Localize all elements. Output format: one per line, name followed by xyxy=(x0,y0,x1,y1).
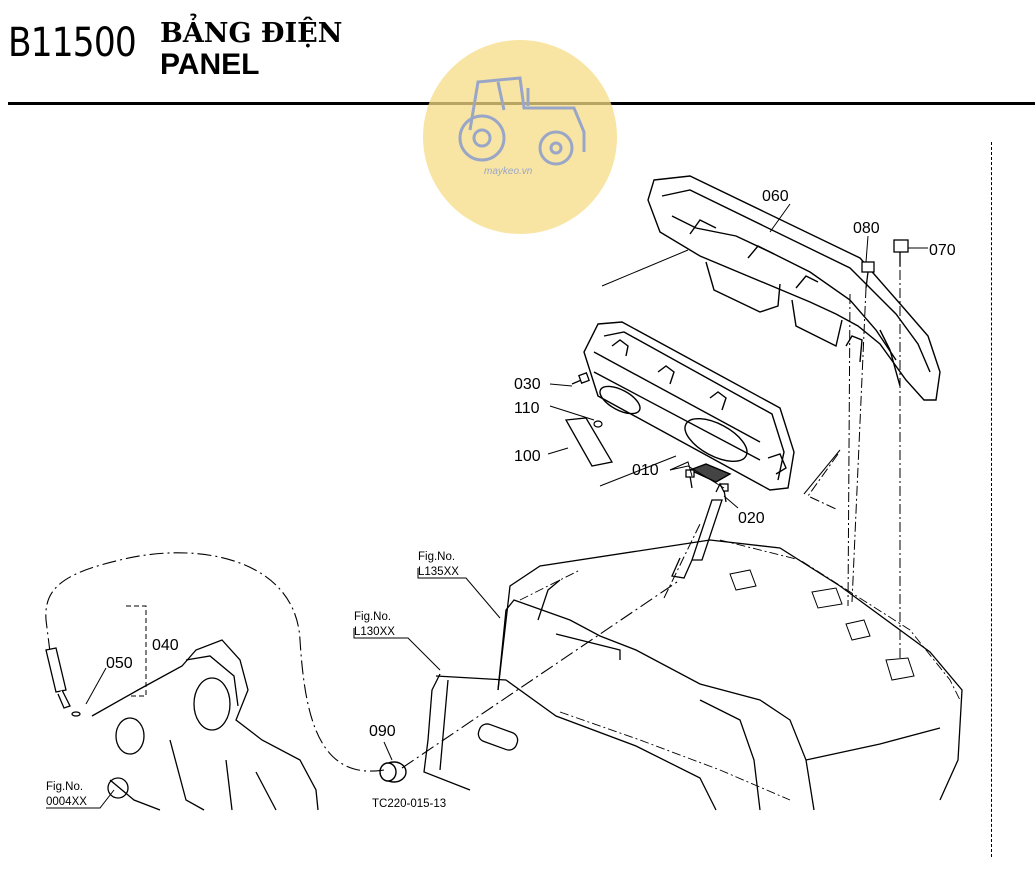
screw-030 xyxy=(571,372,590,385)
part-label-030: 030 xyxy=(514,376,541,393)
part-label-040: 040 xyxy=(152,637,179,654)
right-margin-dashed-line xyxy=(991,142,992,857)
plate-100 xyxy=(564,417,614,467)
bolt-080 xyxy=(861,261,875,289)
bracket-040 xyxy=(126,605,147,697)
part-label-070: 070 xyxy=(929,242,956,259)
watermark-circle xyxy=(423,40,617,234)
thin-lines xyxy=(599,249,841,495)
bolt-070 xyxy=(893,239,909,266)
fig-ref-label-b: Fig.No. xyxy=(354,611,391,623)
tractor-icon xyxy=(458,76,586,166)
dashboard-hidden-lines xyxy=(519,539,961,801)
fig-ref-l130xx: L130XX xyxy=(354,626,395,638)
section-code: B11500 xyxy=(8,20,137,66)
fig-ref-0004xx: 0004XX xyxy=(46,796,87,808)
part-label-080: 080 xyxy=(853,220,880,237)
cable-stem-020 xyxy=(671,482,725,579)
watermark-text: maykeo.vn xyxy=(484,166,533,177)
label-leaders xyxy=(46,203,928,809)
meter-unit xyxy=(583,321,795,491)
fig-ref-label-c: Fig.No. xyxy=(46,781,83,793)
part-label-100: 100 xyxy=(514,448,541,465)
part-label-060: 060 xyxy=(762,188,789,205)
title-vietnamese: BẢNG ĐIỆN xyxy=(160,18,343,49)
title-english: PANEL xyxy=(160,48,260,81)
mounting-brackets xyxy=(729,569,915,681)
o-ring-110 xyxy=(593,420,603,428)
watermark: maykeo.vn xyxy=(423,40,617,234)
drawing-code: TC220-015-13 xyxy=(372,798,446,810)
part-label-010: 010 xyxy=(632,462,659,479)
assembly-lines xyxy=(663,252,901,664)
cable-route xyxy=(45,552,385,772)
fig-ref-label-a: Fig.No. xyxy=(418,551,455,563)
grommet-090 xyxy=(379,761,407,783)
part-label-110: 110 xyxy=(514,400,540,417)
part-label-050: 050 xyxy=(106,655,133,672)
panel-cover-060 xyxy=(647,175,941,401)
transmission-housing xyxy=(91,639,319,811)
dashboard-outline xyxy=(423,539,963,811)
cable-end-040 xyxy=(45,647,81,717)
part-label-090: 090 xyxy=(369,723,396,740)
part-label-020: 020 xyxy=(738,510,765,527)
cable-route-upper xyxy=(401,579,681,769)
fig-ref-l135xx: L135XX xyxy=(418,566,459,578)
